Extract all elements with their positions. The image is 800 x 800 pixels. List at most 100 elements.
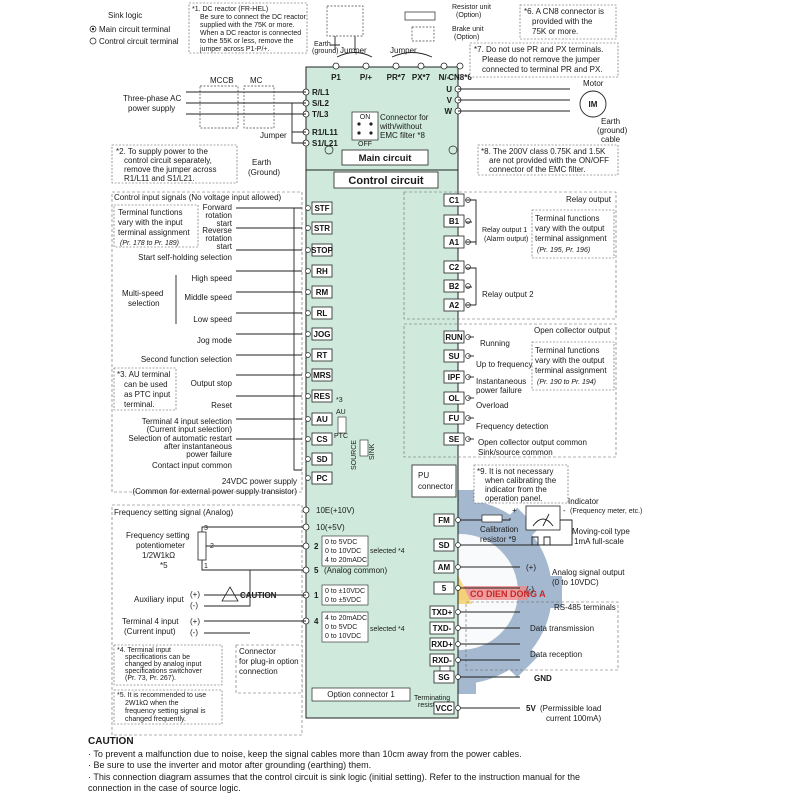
terminal-vcc[interactable]: VCC: [433, 701, 461, 715]
note-1-box: [188, 2, 308, 54]
reverse-label: start: [216, 242, 232, 251]
terminal-txd[interactable]: TXD-: [429, 621, 461, 635]
jog-mode-label: Jog mode: [197, 336, 233, 345]
terminal-screw-icon: [305, 331, 311, 337]
terminal-sd[interactable]: SD: [433, 538, 461, 552]
terminal-a2[interactable]: A2: [443, 298, 471, 312]
terminal-stf[interactable]: STF: [305, 201, 333, 215]
oc-note-line: Terminal functions: [535, 346, 599, 355]
running-label: Running: [480, 339, 510, 348]
option-connector-label: Option connector 1: [327, 690, 395, 699]
terminal-fu[interactable]: FU: [443, 411, 471, 425]
terminal-res[interactable]: RES: [305, 389, 333, 403]
input4-options-box: [321, 611, 369, 643]
oc-common-label: Sink/source common: [478, 448, 553, 457]
calibration-resistor-icon: [481, 514, 503, 523]
terminal-rl[interactable]: RL: [305, 306, 333, 320]
terminal-c2[interactable]: C2: [443, 260, 471, 274]
in4-option: 4 to 20mADC: [325, 615, 367, 622]
relay-note-line: terminal assignment: [535, 234, 607, 243]
terminal-rh[interactable]: RH: [305, 264, 333, 278]
emc-label-3: EMC filter *8: [380, 131, 425, 140]
main-terminal-screw-icon[interactable]: [392, 62, 400, 70]
terminal-fm[interactable]: FM: [433, 513, 461, 527]
plugin-label: connection: [239, 667, 278, 676]
terminal-rxd[interactable]: RXD+: [429, 637, 461, 651]
t4-input-label: Terminal 4 input: [122, 617, 179, 626]
analog-input-region: [111, 504, 303, 736]
main-terminal-screw-icon[interactable]: [440, 62, 448, 70]
note-1-line: Be sure to connect the DC reactor: [200, 14, 306, 21]
sink-label: SINK: [369, 443, 376, 460]
main-terminal-screw-icon[interactable]: [456, 62, 464, 70]
terminal-stop[interactable]: STOP: [305, 243, 334, 257]
input-signal-region: [111, 191, 303, 493]
dc-reactor-icon: [326, 5, 364, 37]
terminal-label: SG: [438, 673, 450, 682]
terminal-mrs[interactable]: MRS: [305, 368, 333, 382]
terminal-screw-icon: [455, 705, 461, 711]
terminal-label: PC: [316, 474, 327, 483]
terminal-5[interactable]: 5: [433, 581, 461, 595]
terminal-sg[interactable]: SG: [433, 670, 461, 684]
emc-on-label: ON: [360, 114, 371, 121]
terminal-str[interactable]: STR: [305, 221, 333, 235]
note-1-line: When a DC reactor is connected: [200, 30, 301, 37]
main-left-terminal-label: T/L3: [312, 110, 329, 119]
open-collector-terminals: RUN SU IPF OL FU SE: [443, 330, 474, 446]
three-phase-label: Three-phase AC: [123, 94, 181, 103]
earth-label: Earth: [314, 41, 331, 48]
terminal-ipf[interactable]: IPF: [443, 370, 471, 384]
terminal-ol[interactable]: OL: [443, 391, 471, 405]
in1-option: 0 to ±10VDC: [325, 588, 365, 595]
fm-minus: -: [563, 506, 566, 515]
oc-output-note: [531, 341, 615, 391]
option-connector-1[interactable]: [311, 687, 411, 702]
note-2-line: *2. To supply power to the: [116, 147, 208, 156]
terminal-label: RM: [316, 288, 329, 297]
terminal-jog[interactable]: JOG: [305, 327, 333, 341]
terminal-cs[interactable]: CS: [305, 432, 333, 446]
terminal-label: FM: [438, 516, 450, 525]
note-6-line: *6. A CN8 connector is: [524, 7, 604, 16]
terminal-label: TXD+: [432, 608, 453, 617]
terminal-b1[interactable]: B1: [443, 214, 471, 228]
terminal-pc[interactable]: PC: [305, 471, 333, 485]
terminal-su[interactable]: SU: [443, 349, 471, 363]
terminal-b2[interactable]: B2: [443, 279, 471, 293]
terminal-txd[interactable]: TXD+: [429, 605, 461, 619]
terminal-label: VCC: [436, 704, 453, 713]
analog-terminal-5[interactable]: [302, 566, 310, 574]
terminal-screw-icon: [305, 310, 311, 316]
terminal-label: A2: [449, 301, 460, 310]
terminal-rxd[interactable]: RXD-: [429, 653, 461, 667]
analog-terminal-10e[interactable]: [302, 506, 310, 514]
pot-pin-label: 3: [204, 525, 208, 532]
pu-label: PU: [418, 471, 429, 480]
main-terminal-screw-icon[interactable]: [362, 62, 370, 70]
main-terminal-screw-icon[interactable]: [417, 62, 425, 70]
terminal-run[interactable]: RUN: [443, 330, 471, 344]
pot-pin-label: 1: [204, 563, 208, 570]
earth-label-2: Earth: [252, 158, 271, 167]
moving-coil-label: 1mA full-scale: [574, 537, 624, 546]
terminal-au[interactable]: AU: [305, 412, 333, 426]
terminal-am[interactable]: AM: [433, 560, 461, 574]
analog-terminal-2[interactable]: [302, 542, 310, 550]
analog-terminal-10[interactable]: [302, 523, 310, 531]
main-terminal-screw-icon[interactable]: [332, 62, 340, 70]
in4-option: 0 to 5VDC: [325, 624, 357, 631]
second-function-label: Second function selection: [141, 355, 232, 364]
note-2-line: control circuit separately,: [124, 156, 212, 165]
terminal-a1[interactable]: A1: [443, 235, 471, 249]
terminal-rm[interactable]: RM: [305, 285, 333, 299]
control-terminal-legend: Control circuit terminal: [99, 37, 179, 46]
pu-connector[interactable]: [411, 464, 457, 498]
vdc24-label: (Common for external power supply transi…: [132, 487, 297, 496]
au-ptc-switch: [337, 416, 347, 434]
terminal-sd[interactable]: SD: [305, 452, 333, 466]
terminal-se[interactable]: SE: [443, 432, 471, 446]
overload-label: Overload: [476, 401, 508, 410]
terminal-rt[interactable]: RT: [305, 348, 333, 362]
